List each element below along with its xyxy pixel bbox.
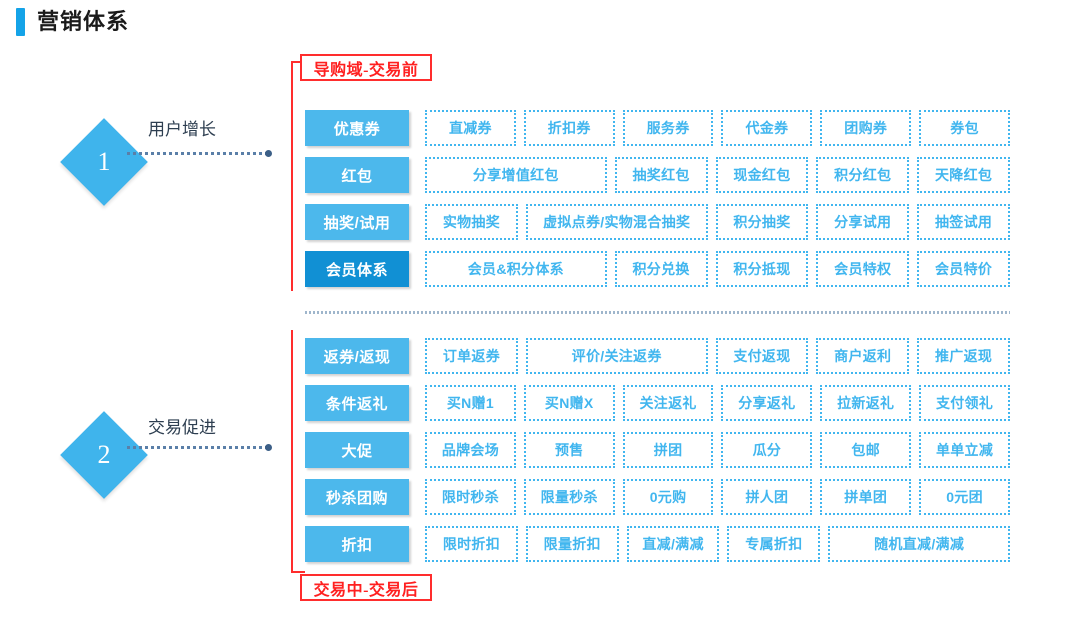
row-cells: 品牌会场预售拼团瓜分包邮单单立减 [425, 432, 1010, 468]
matrix-row: 大促品牌会场预售拼团瓜分包邮单单立减 [305, 432, 1010, 468]
row-cells: 订单返券评价/关注返券支付返现商户返利推广返现 [425, 338, 1010, 374]
matrix-row: 折扣限时折扣限量折扣直减/满减专属折扣随机直减/满减 [305, 526, 1010, 562]
matrix-cell[interactable]: 关注返礼 [622, 385, 714, 421]
annotation-bracket-top [291, 61, 305, 291]
row-cells: 直减券折扣券服务券代金券团购券券包 [425, 110, 1010, 146]
matrix-cell[interactable]: 商户返利 [816, 338, 910, 374]
matrix-cell[interactable]: 服务券 [622, 110, 714, 146]
matrix-cell[interactable]: 预售 [523, 432, 615, 468]
matrix-cell[interactable]: 单单立减 [919, 432, 1010, 468]
matrix-cell[interactable]: 抽奖红包 [614, 157, 708, 193]
matrix-cell[interactable]: 天降红包 [917, 157, 1010, 193]
matrix-cell[interactable]: 积分兑换 [614, 251, 708, 287]
matrix-cell[interactable]: 品牌会场 [425, 432, 516, 468]
matrix-cell[interactable]: 现金红包 [715, 157, 809, 193]
row-label-会员体系[interactable]: 会员体系 [305, 251, 409, 287]
stage-label-2: 交易促进 [148, 418, 216, 437]
annotation-label-pre-transaction: 导购域-交易前 [300, 54, 432, 81]
matrix-cell[interactable]: 0元购 [622, 479, 714, 515]
row-label-条件返礼[interactable]: 条件返礼 [305, 385, 409, 421]
matrix-cell[interactable]: 订单返券 [425, 338, 518, 374]
matrix-cell[interactable]: 随机直减/满减 [828, 526, 1010, 562]
row-label-抽奖/试用[interactable]: 抽奖/试用 [305, 204, 409, 240]
matrix-cell[interactable]: 会员特价 [917, 251, 1010, 287]
matrix-cell[interactable]: 分享返礼 [721, 385, 813, 421]
matrix-cell[interactable]: 折扣券 [523, 110, 615, 146]
section-divider [305, 311, 1010, 314]
matrix-cell[interactable]: 分享增值红包 [425, 157, 607, 193]
matrix-cell[interactable]: 抽签试用 [917, 204, 1010, 240]
matrix-cell[interactable]: 买N赠X [523, 385, 615, 421]
page-title: 营销体系 [37, 9, 130, 34]
matrix-cell[interactable]: 实物抽奖 [425, 204, 518, 240]
matrix-cell[interactable]: 推广返现 [917, 338, 1010, 374]
matrix-cell[interactable]: 拼团 [622, 432, 714, 468]
matrix-cell[interactable]: 限时折扣 [425, 526, 518, 562]
stage-connector-dot-1 [265, 150, 272, 157]
matrix-cell[interactable]: 积分红包 [816, 157, 910, 193]
row-label-返券/返现[interactable]: 返券/返现 [305, 338, 409, 374]
matrix-cell[interactable]: 支付领礼 [919, 385, 1010, 421]
matrix-cell[interactable]: 限量折扣 [525, 526, 619, 562]
matrix-cell[interactable]: 积分抵现 [715, 251, 809, 287]
matrix-cell[interactable]: 会员特权 [816, 251, 910, 287]
matrix-cell[interactable]: 专属折扣 [727, 526, 821, 562]
annotation-bracket-bottom [291, 330, 305, 573]
stage-connector-dot-2 [265, 444, 272, 451]
matrix-row: 返券/返现订单返券评价/关注返券支付返现商户返利推广返现 [305, 338, 1010, 374]
stage-label-1: 用户增长 [148, 120, 216, 139]
row-cells: 会员&积分体系积分兑换积分抵现会员特权会员特价 [425, 251, 1010, 287]
matrix-cell[interactable]: 直减券 [425, 110, 516, 146]
matrix-cell[interactable]: 虚拟点券/实物混合抽奖 [525, 204, 708, 240]
matrix-cell[interactable]: 券包 [919, 110, 1010, 146]
matrix-cell[interactable]: 团购券 [820, 110, 912, 146]
stage-number-2: 2 [97, 440, 111, 469]
title-accent-bar [16, 8, 25, 36]
matrix-cell[interactable]: 分享试用 [816, 204, 910, 240]
annotation-label-post-transaction: 交易中-交易后 [300, 574, 432, 601]
row-label-大促[interactable]: 大促 [305, 432, 409, 468]
page-title-group: 营销体系 [16, 8, 129, 36]
matrix-cell[interactable]: 拉新返礼 [820, 385, 912, 421]
row-cells: 实物抽奖虚拟点券/实物混合抽奖积分抽奖分享试用抽签试用 [425, 204, 1010, 240]
matrix-row: 抽奖/试用实物抽奖虚拟点券/实物混合抽奖积分抽奖分享试用抽签试用 [305, 204, 1010, 240]
stage-connector-line-1 [127, 152, 267, 155]
matrix-cell[interactable]: 限量秒杀 [523, 479, 615, 515]
stage-connector-line-2 [127, 446, 267, 449]
row-label-秒杀团购[interactable]: 秒杀团购 [305, 479, 409, 515]
matrix-cell[interactable]: 包邮 [820, 432, 912, 468]
matrix-cell[interactable]: 限时秒杀 [425, 479, 516, 515]
matrix-cell[interactable]: 代金券 [721, 110, 813, 146]
matrix-row: 会员体系会员&积分体系积分兑换积分抵现会员特权会员特价 [305, 251, 1010, 287]
matrix-cell[interactable]: 买N赠1 [425, 385, 516, 421]
matrix-cell[interactable]: 会员&积分体系 [425, 251, 607, 287]
matrix-cell[interactable]: 直减/满减 [626, 526, 720, 562]
matrix-cell[interactable]: 评价/关注返券 [525, 338, 708, 374]
matrix-cell[interactable]: 0元团 [919, 479, 1010, 515]
row-label-红包[interactable]: 红包 [305, 157, 409, 193]
matrix-cell[interactable]: 瓜分 [721, 432, 813, 468]
stage-number-1: 1 [97, 147, 111, 176]
matrix-row: 红包分享增值红包抽奖红包现金红包积分红包天降红包 [305, 157, 1010, 193]
row-cells: 限时折扣限量折扣直减/满减专属折扣随机直减/满减 [425, 526, 1010, 562]
matrix-cell[interactable]: 积分抽奖 [715, 204, 809, 240]
matrix-cell[interactable]: 支付返现 [715, 338, 809, 374]
row-label-优惠券[interactable]: 优惠券 [305, 110, 409, 146]
row-label-折扣[interactable]: 折扣 [305, 526, 409, 562]
matrix-cell[interactable]: 拼单团 [820, 479, 912, 515]
matrix-row: 优惠券直减券折扣券服务券代金券团购券券包 [305, 110, 1010, 146]
row-cells: 分享增值红包抽奖红包现金红包积分红包天降红包 [425, 157, 1010, 193]
matrix-cell[interactable]: 拼人团 [721, 479, 813, 515]
